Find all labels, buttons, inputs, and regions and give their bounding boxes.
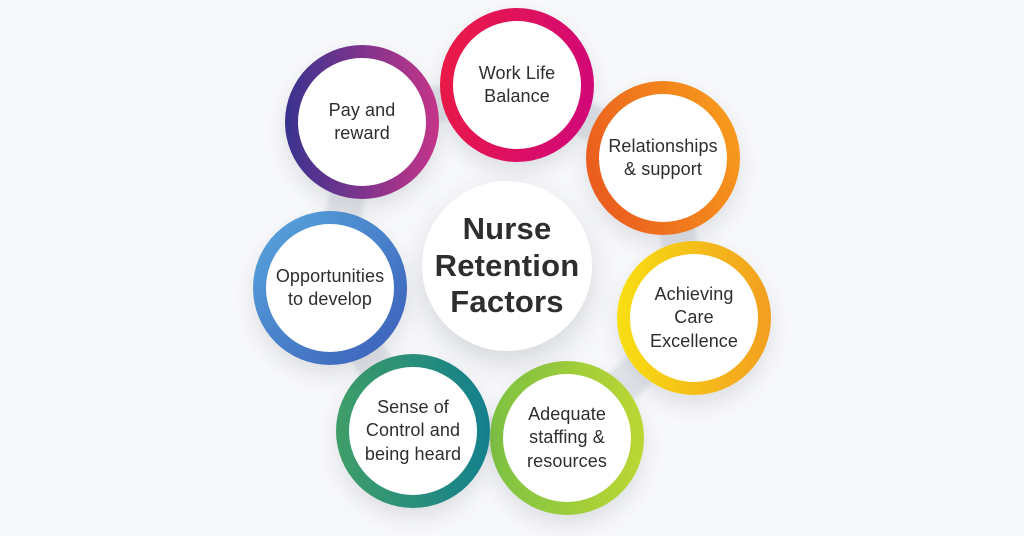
factor-inner-circle: Pay and reward [298,58,426,186]
factor-label: Work Life Balance [478,62,556,106]
factor-inner-circle: Achieving Care Excellence [630,254,758,382]
factor-inner-circle: Relationships & support [599,94,727,222]
factor-label: Sense of Control and being heard [364,396,462,464]
factor-circle-opportunities-to-develop: Opportunities to develop [253,211,407,365]
factor-label: Pay and reward [328,99,396,143]
factor-circle-sense-of-control: Sense of Control and being heard [336,354,490,508]
factor-inner-circle: Work Life Balance [453,21,581,149]
factor-inner-circle: Sense of Control and being heard [349,367,477,495]
factor-circle-pay-and-reward: Pay and reward [285,45,439,199]
factor-inner-circle: Opportunities to develop [266,224,394,352]
factor-circle-achieving-care-excellence: Achieving Care Excellence [617,241,771,395]
factor-circle-adequate-staffing-resources: Adequate staffing & resources [490,361,644,515]
diagram-title: Nurse Retention Factors [434,211,580,320]
factor-label: Relationships & support [608,135,718,179]
factor-circle-relationships-support: Relationships & support [586,81,740,235]
factor-label: Achieving Care Excellence [649,283,739,351]
factor-circle-work-life-balance: Work Life Balance [440,8,594,162]
center-circle: Nurse Retention Factors [422,181,592,351]
factor-inner-circle: Adequate staffing & resources [503,374,631,502]
factor-label: Opportunities to develop [275,265,385,309]
factor-label: Adequate staffing & resources [527,403,607,471]
